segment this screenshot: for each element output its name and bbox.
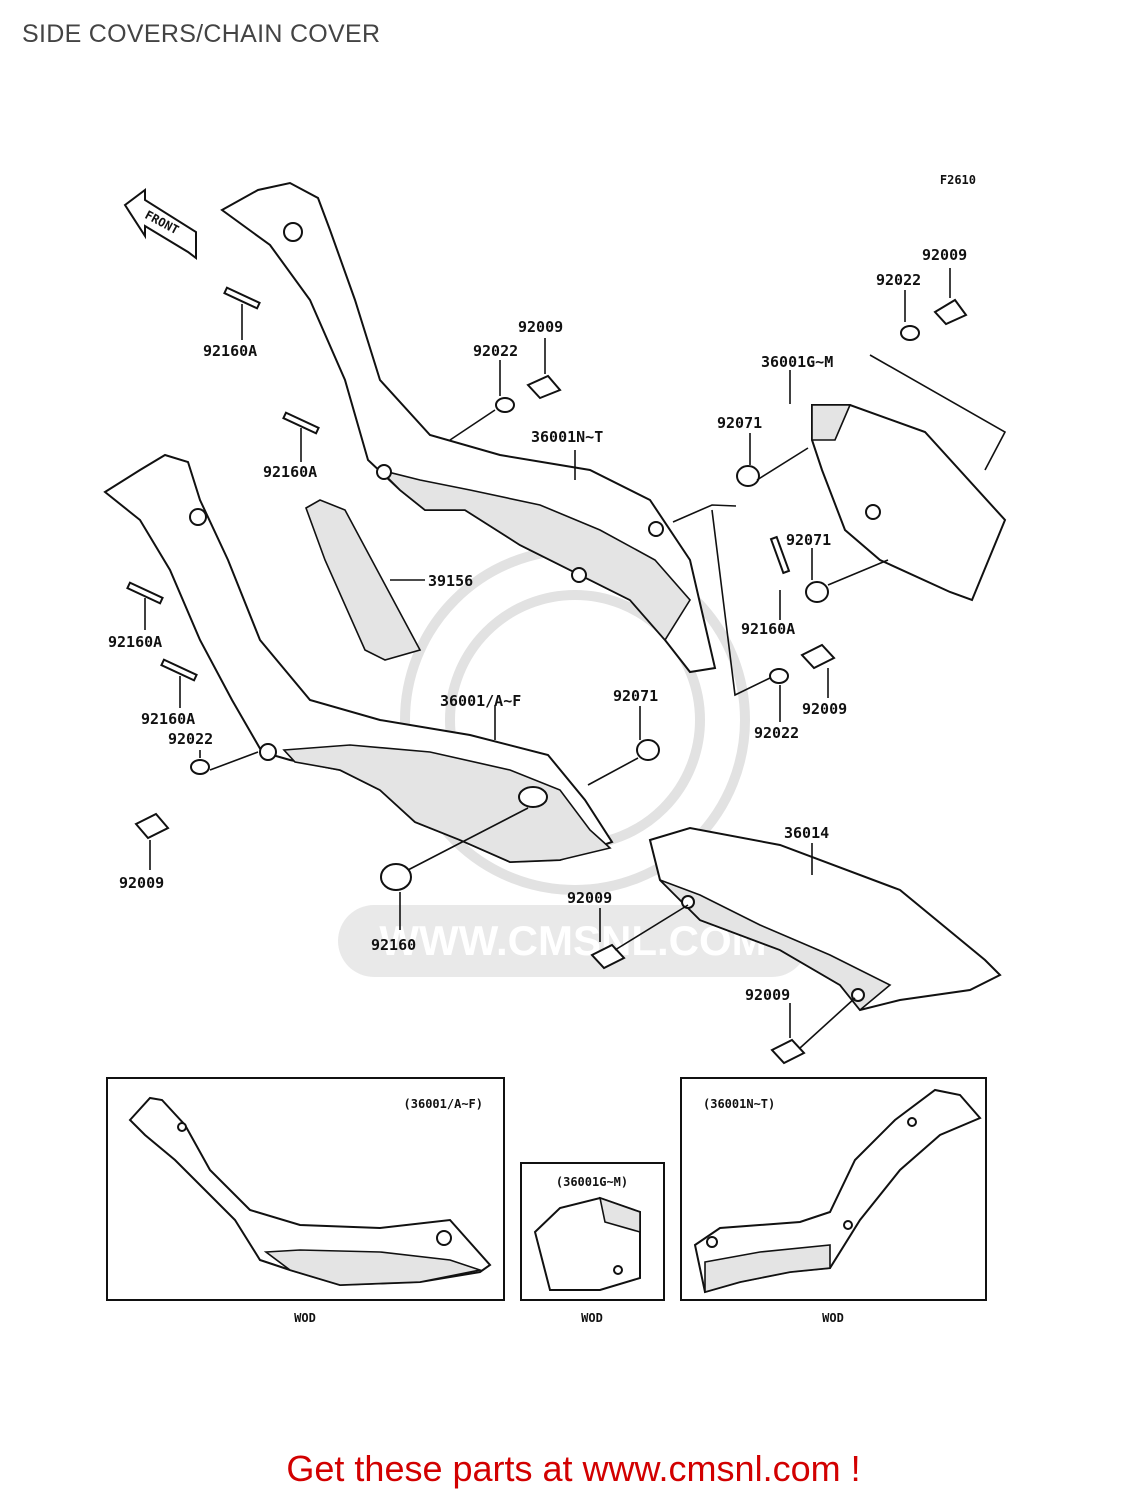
- label-92009-top-mid: 92009: [518, 318, 563, 336]
- part-labels: 92160A 92160A 92160A 92160A 92160A 92009…: [108, 246, 967, 1004]
- front-arrow-icon: FRONT: [123, 188, 197, 260]
- side-cover-36001a-f: [103, 453, 614, 864]
- label-92009-top-right: 92009: [922, 246, 967, 264]
- label-36001a-f: 36001/A~F: [440, 692, 521, 710]
- inset-title: (36001N~T): [703, 1097, 775, 1111]
- inset-caption: WOD: [822, 1311, 844, 1325]
- watermark-text: WWW.CMSNL.COM: [379, 917, 766, 964]
- label-92022-top-mid: 92022: [473, 342, 518, 360]
- leader-lines: [144, 268, 1007, 1049]
- label-92022-left: 92022: [168, 730, 213, 748]
- label-36014: 36014: [784, 824, 829, 842]
- label-92160: 92160: [371, 936, 416, 954]
- label-92160a-d: 92160A: [141, 710, 195, 728]
- inset-36001g-m: (36001G~M) WOD: [520, 1162, 665, 1325]
- side-cover-36001g-m: [811, 404, 1007, 602]
- inset-caption: WOD: [294, 1311, 316, 1325]
- label-92009-chain-b: 92009: [745, 986, 790, 1004]
- inset-caption: WOD: [581, 1311, 603, 1325]
- label-92022-right: 92022: [754, 724, 799, 742]
- page-title: SIDE COVERS/CHAIN COVER: [22, 20, 381, 48]
- inset-36001n-t: (36001N~T) WOD: [680, 1077, 987, 1325]
- label-36001n-t: 36001N~T: [531, 428, 603, 446]
- figure-code: F2610: [940, 173, 976, 187]
- inset-title: (36001/A~F): [404, 1097, 483, 1111]
- promo-link[interactable]: Get these parts at www.cmsnl.com !: [286, 1448, 861, 1489]
- label-92071-c: 92071: [613, 687, 658, 705]
- parts-diagram: WWW.CMSNL.COM F2610 FRONT: [103, 173, 1007, 1325]
- label-92160a-e: 92160A: [741, 620, 795, 638]
- chain-cover-36014: [648, 826, 1002, 1012]
- hardware: [126, 286, 968, 1065]
- label-92160a-a: 92160A: [203, 342, 257, 360]
- label-92022-top-right: 92022: [876, 271, 921, 289]
- label-92009-left: 92009: [119, 874, 164, 892]
- inset-36001a-f: (36001/A~F) WOD: [106, 1077, 505, 1325]
- label-92009-chain-a: 92009: [567, 889, 612, 907]
- side-cover-36001n-t: [220, 181, 717, 674]
- label-92071-a: 92071: [717, 414, 762, 432]
- label-39156: 39156: [428, 572, 473, 590]
- label-92071-b: 92071: [786, 531, 831, 549]
- label-92160a-b: 92160A: [263, 463, 317, 481]
- label-92009-right: 92009: [802, 700, 847, 718]
- pad-39156: [305, 499, 422, 661]
- label-92160a-c: 92160A: [108, 633, 162, 651]
- label-36001g-m: 36001G~M: [761, 353, 833, 371]
- inset-title: (36001G~M): [556, 1175, 628, 1189]
